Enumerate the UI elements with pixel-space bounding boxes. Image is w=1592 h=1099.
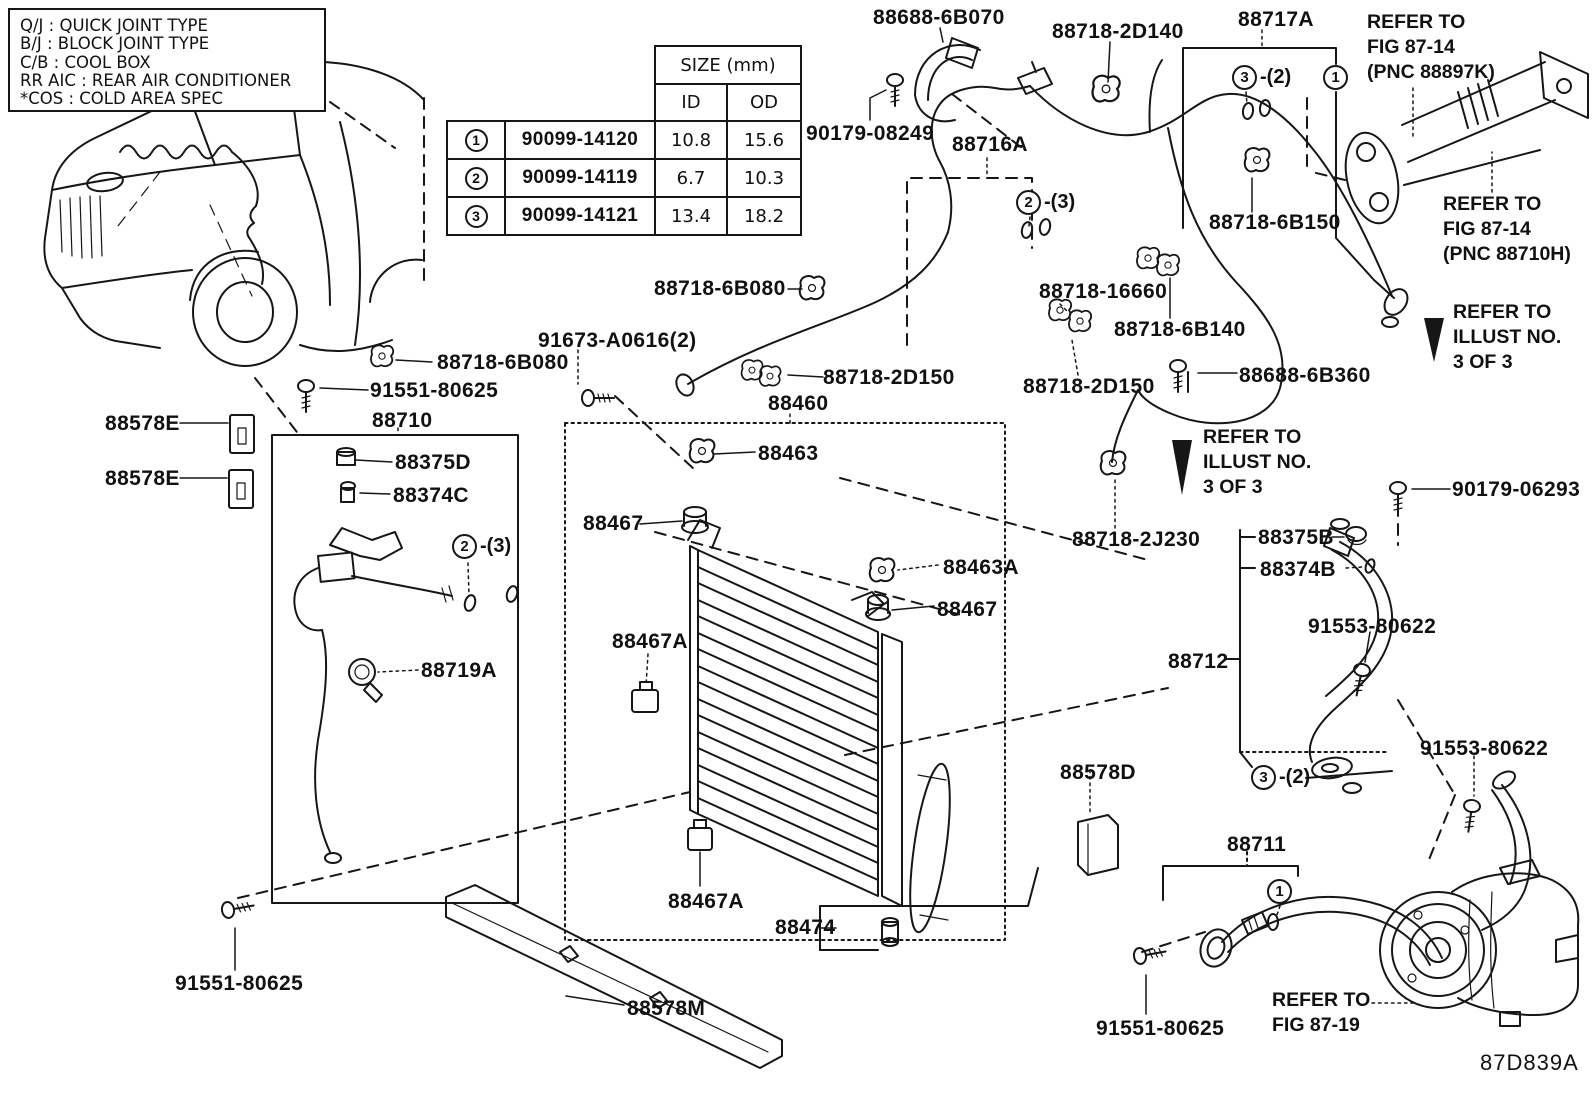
callout-1-top: 1 <box>1323 65 1348 90</box>
part-label-91553-80622-lower: 91553-80622 <box>1420 737 1549 760</box>
part-label-91673-a0616: 91673-A0616(2) <box>538 329 697 352</box>
part-label-90179-08249: 90179-08249 <box>806 122 935 145</box>
part-label-88716a: 88716A <box>952 133 1028 156</box>
part-label-88710: 88710 <box>372 409 433 432</box>
part-label-88688-6b070: 88688-6B070 <box>873 6 1005 29</box>
part-label-88711: 88711 <box>1227 833 1287 856</box>
size-table-od-value: 10.3 <box>726 158 802 198</box>
drawing-code: 87D839A <box>1480 1050 1579 1075</box>
part-label-88718-2d150-left: 88718-2D150 <box>823 366 955 389</box>
part-label-88463a: 88463A <box>943 556 1019 579</box>
compressor <box>1379 859 1580 1027</box>
callout-3-2-bottom: 3-(2) <box>1251 765 1310 790</box>
part-label-91553-80622-upper: 91553-80622 <box>1308 615 1437 638</box>
clamp-parts <box>370 37 1271 583</box>
part-label-88374b: 88374B <box>1260 558 1336 581</box>
part-label-88375b: 88375B <box>1258 526 1334 549</box>
part-label-88578d: 88578D <box>1060 761 1136 784</box>
part-label-88718-6b140: 88718-6B140 <box>1114 318 1246 341</box>
ref-fig-87-19: REFER TO FIG 87-19 <box>1272 989 1371 1036</box>
part-label-88718-6b080-left: 88718-6B080 <box>437 351 569 374</box>
part-label-88718-2d140: 88718-2D140 <box>1052 20 1184 43</box>
size-table-row-marker: 2 <box>446 158 506 198</box>
callout-3-2-top: 3-(2) <box>1232 65 1291 90</box>
part-label-88474: 88474 <box>775 916 836 939</box>
part-label-88578e-2: 88578E <box>105 467 180 490</box>
small-fittings <box>336 99 1376 947</box>
part-label-91551-80625-bottom-left: 91551-80625 <box>175 972 304 995</box>
part-label-88467-right: 88467 <box>937 598 998 621</box>
size-table-part-number: 90099-14119 <box>504 158 656 198</box>
part-label-88718-6b150: 88718-6B150 <box>1209 211 1341 234</box>
size-table-part-number: 90099-14121 <box>504 196 656 236</box>
liquid-tube-assembly <box>293 527 519 864</box>
down-arrow-icon <box>1172 318 1444 495</box>
part-label-88578m: 88578M <box>627 997 706 1020</box>
size-table-id-value: 6.7 <box>654 158 728 198</box>
part-label-88467-left: 88467 <box>583 512 644 535</box>
legend-line: *COS : COLD AREA SPEC <box>20 89 224 109</box>
condenser-assembly <box>687 519 951 934</box>
legend-box: Q/J : QUICK JOINT TYPE B/J : BLOCK JOINT… <box>8 8 326 112</box>
legend-line: B/J : BLOCK JOINT TYPE <box>20 34 210 54</box>
size-table-row-marker: 1 <box>446 120 506 160</box>
refrigerant-pipes <box>675 51 1589 968</box>
seal-and-clip-parts <box>228 414 1119 1069</box>
callout-2-3-top: 2-(3) <box>1016 190 1075 215</box>
part-label-88719a: 88719A <box>421 659 497 682</box>
ref-fig-87-14-pnc-88710h: REFER TO FIG 87-14 (PNC 88710H) <box>1443 193 1571 265</box>
part-label-88688-6b360: 88688-6B360 <box>1239 364 1371 387</box>
part-label-88718-16660: 88718-16660 <box>1039 280 1168 303</box>
legend-line: C/B : COOL BOX <box>20 52 151 72</box>
part-label-88463: 88463 <box>758 442 819 465</box>
part-label-88718-6b080-top: 88718-6B080 <box>654 277 786 300</box>
size-table-col-id: ID <box>654 83 728 122</box>
dashed-construction-lines <box>237 93 1456 953</box>
bolt-parts <box>219 73 1482 966</box>
size-table-part-number: 90099-14120 <box>504 120 656 160</box>
ref-illust-3of3-right: REFER TO ILLUST NO. 3 OF 3 <box>1453 301 1562 373</box>
part-label-90179-06293: 90179-06293 <box>1452 478 1581 501</box>
ref-fig-87-14-pnc-88897k: REFER TO FIG 87-14 (PNC 88897K) <box>1367 11 1495 83</box>
size-table-id-value: 13.4 <box>654 196 728 236</box>
part-label-88718-2d150-right: 88718-2D150 <box>1023 375 1155 398</box>
part-label-91551-80625-top: 91551-80625 <box>370 379 499 402</box>
size-table-col-od: OD <box>726 83 802 122</box>
ref-illust-3of3-left: REFER TO ILLUST NO. 3 OF 3 <box>1203 426 1312 498</box>
size-table-title: SIZE (mm) <box>654 45 802 85</box>
part-label-88467a-upper: 88467A <box>612 630 688 653</box>
vehicle-sketch <box>43 60 425 367</box>
size-table-od-value: 18.2 <box>726 196 802 236</box>
legend-line: Q/J : QUICK JOINT TYPE <box>20 16 208 35</box>
part-label-88717a: 88717A <box>1238 8 1314 31</box>
part-label-91551-80625-bottom-mid: 91551-80625 <box>1096 1017 1225 1040</box>
part-label-88712: 88712 <box>1168 650 1229 673</box>
part-label-88718-2j230: 88718-2J230 <box>1072 528 1201 551</box>
callout-1-bottom: 1 <box>1267 879 1292 904</box>
size-table-od-value: 15.6 <box>726 120 802 160</box>
part-label-88374c: 88374C <box>393 484 469 507</box>
part-label-88578e-1: 88578E <box>105 412 180 435</box>
size-table-row-marker: 3 <box>446 196 506 236</box>
part-label-88467a-lower: 88467A <box>668 890 744 913</box>
size-table-id-value: 10.8 <box>654 120 728 160</box>
part-label-88375d: 88375D <box>395 451 471 474</box>
callout-2-3-box: 2-(3) <box>452 534 511 559</box>
legend-line: RR AIC : REAR AIR CONDITIONER <box>20 70 292 90</box>
part-label-88460: 88460 <box>768 392 829 415</box>
